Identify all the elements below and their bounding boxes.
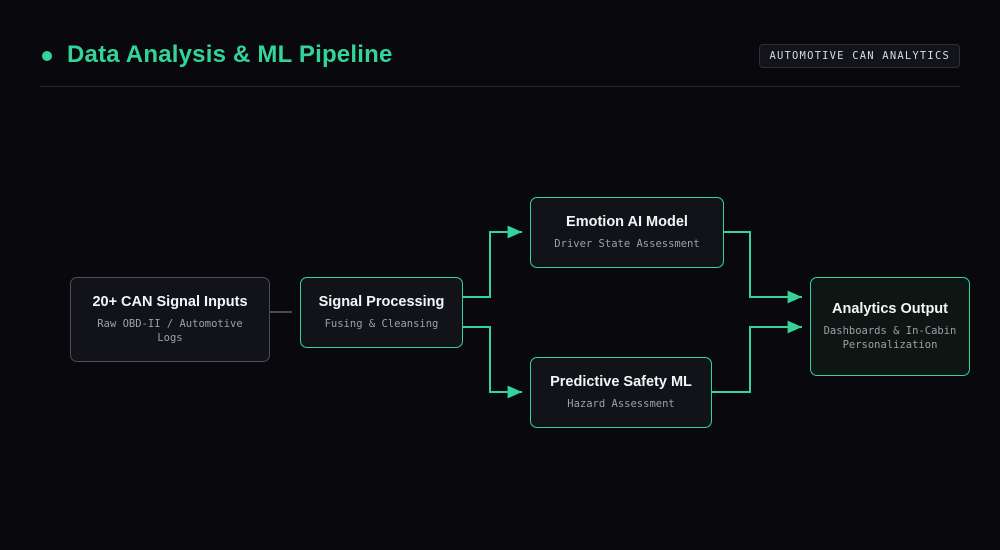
node-title: 20+ CAN Signal Inputs	[92, 294, 248, 310]
node-signal-processing: Signal Processing Fusing & Cleansing	[300, 277, 463, 348]
edge-emotion-to-output	[723, 231, 802, 304]
node-predictive-safety-ml: Predictive Safety ML Hazard Assessment	[530, 357, 712, 428]
header: Data Analysis & ML Pipeline AUTOMOTIVE C…	[40, 36, 960, 76]
node-emotion-ai-model: Emotion AI Model Driver State Assessment	[530, 197, 724, 268]
page-title: Data Analysis & ML Pipeline	[67, 41, 393, 68]
header-divider	[40, 86, 960, 87]
node-subtitle: Driver State Assessment	[554, 238, 700, 250]
node-title: Analytics Output	[831, 301, 948, 317]
node-subtitle: Dashboards & In-Cabin Personalization	[823, 325, 957, 351]
node-subtitle: Raw OBD-II / Automotive Logs	[97, 318, 243, 344]
node-title: Emotion AI Model	[566, 214, 688, 230]
status-dot-icon	[42, 51, 52, 61]
node-can-signal-inputs: 20+ CAN Signal Inputs Raw OBD-II / Autom…	[70, 277, 270, 362]
node-analytics-output: Analytics Output Dashboards & In-Cabin P…	[810, 277, 970, 376]
node-subtitle: Fusing & Cleansing	[324, 318, 439, 330]
node-subtitle: Hazard Assessment	[567, 398, 675, 410]
edge-processing-to-emotion	[463, 225, 522, 298]
category-badge: AUTOMOTIVE CAN ANALYTICS	[759, 44, 960, 68]
edge-processing-to-safety	[463, 326, 522, 399]
edge-safety-to-output	[711, 320, 802, 393]
node-title: Predictive Safety ML	[550, 374, 692, 390]
node-title: Signal Processing	[318, 294, 445, 310]
